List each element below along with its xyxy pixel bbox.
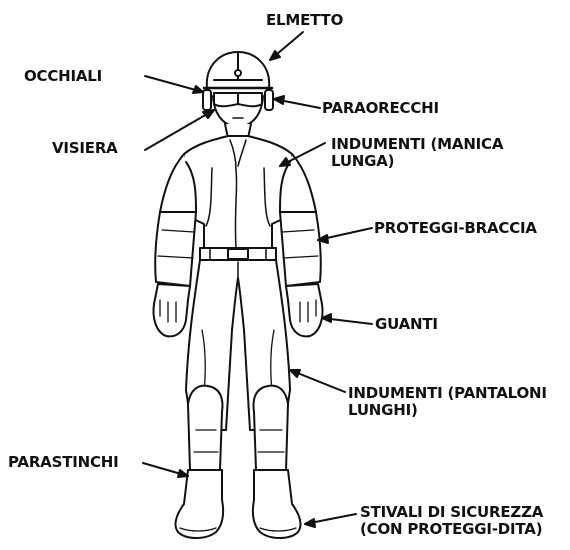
glove-icon — [154, 284, 323, 336]
helmet-icon — [204, 52, 272, 88]
label-indumenti-manica-line2: LUNGA) — [331, 153, 503, 170]
label-visiera: VISIERA — [52, 140, 118, 157]
label-indumenti-pantaloni-line2: LUNGHI) — [348, 402, 547, 419]
label-stivali: STIVALI DI SICUREZZA (CON PROTEGGI-DITA) — [360, 504, 543, 538]
goggles-icon — [214, 93, 262, 106]
label-stivali-line2: (CON PROTEGGI-DITA) — [360, 521, 543, 538]
label-guanti: GUANTI — [375, 316, 438, 333]
label-paraorecchi: PARAORECCHI — [322, 100, 439, 117]
belt — [200, 248, 276, 260]
label-parastinchi: PARASTINCHI — [8, 454, 119, 471]
label-indumenti-manica-line1: INDUMENTI (MANICA — [331, 136, 503, 153]
jacket-torso — [182, 136, 294, 248]
label-indumenti-pantaloni: INDUMENTI (PANTALONI LUNGHI) — [348, 385, 547, 419]
label-indumenti-pantaloni-line1: INDUMENTI (PANTALONI — [348, 385, 547, 402]
label-indumenti-manica: INDUMENTI (MANICA LUNGA) — [331, 136, 503, 170]
label-occhiali: OCCHIALI — [24, 68, 102, 85]
label-proteggi-braccia: PROTEGGI-BRACCIA — [374, 220, 537, 237]
boot-icon — [176, 470, 301, 538]
shin-guard-icon — [188, 386, 288, 470]
label-stivali-line1: STIVALI DI SICUREZZA — [360, 504, 543, 521]
label-elmetto: ELMETTO — [266, 12, 343, 29]
